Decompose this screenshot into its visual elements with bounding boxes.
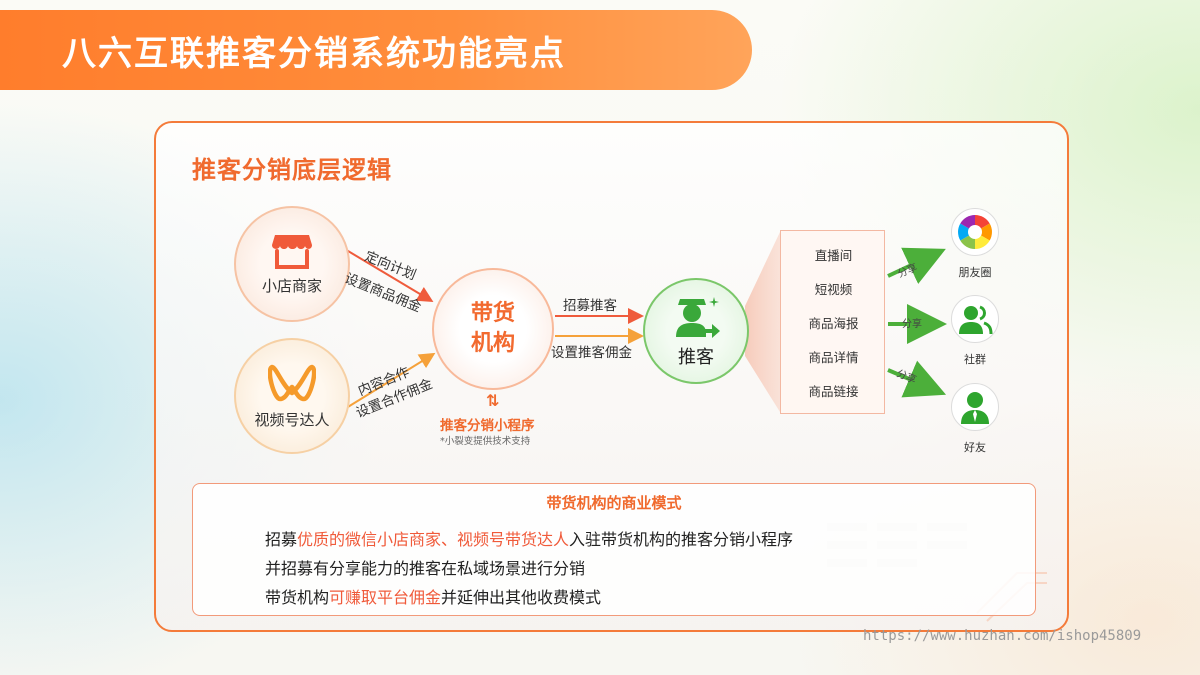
- share-target-label: 好友: [964, 441, 986, 454]
- business-model-line-1: 招募优质的微信小店商家、视频号带货达人入驻带货机构的推客分销小程序: [265, 530, 794, 549]
- section-title: 推客分销底层逻辑: [192, 156, 392, 184]
- channel-list: 直播间 短视频 商品海报 商品详情 商品链接: [780, 230, 885, 414]
- share-arrow-friend: [887, 360, 947, 398]
- mini-program-label: 推客分销小程序: [440, 418, 535, 434]
- shop-icon: [272, 234, 312, 269]
- share-target-group: 社群: [951, 295, 999, 367]
- share-target-label: 社群: [964, 353, 986, 366]
- page-title-bar: 八六互联推客分销系统功能亮点: [0, 10, 752, 90]
- org-node: 带货 机构: [432, 268, 554, 390]
- channel-item: 商品链接: [808, 384, 859, 399]
- business-model-title: 带货机构的商业模式: [546, 494, 682, 512]
- video-creator-label: 视频号达人: [254, 410, 330, 429]
- group-icon: [951, 295, 999, 343]
- arrow-video-to-org: [342, 352, 436, 411]
- channel-item: 商品详情: [808, 350, 859, 365]
- merchant-node: 小店商家: [234, 206, 350, 322]
- channel-fan: [745, 232, 780, 412]
- channels-icon: [268, 364, 316, 401]
- promoter-node: 推客: [643, 278, 749, 384]
- merchant-label: 小店商家: [261, 276, 322, 295]
- friend-icon: [951, 383, 999, 431]
- share-target-label: 朋友圈: [958, 266, 992, 279]
- arrow-merchant-to-org: [342, 247, 434, 303]
- edge-label-promoter-commission: 设置推客佣金: [551, 345, 632, 361]
- video-creator-node: 视频号达人: [234, 338, 350, 454]
- org-label-line2: 机构: [470, 331, 515, 356]
- channel-item: 短视频: [814, 282, 853, 297]
- share-target-moments: 朋友圈: [951, 208, 999, 280]
- share-label-group: 分享: [902, 319, 922, 330]
- channel-item: 直播间: [814, 248, 853, 263]
- org-label-line1: 带货: [470, 301, 515, 326]
- edge-label-recruit-promoter: 招募推客: [563, 298, 617, 314]
- promoter-icon: [676, 297, 720, 338]
- channel-item: 商品海报: [808, 316, 859, 331]
- bidirectional-arrow-icon: ⇅: [486, 391, 500, 410]
- share-arrow-moments: [887, 247, 946, 284]
- watermark-text: https://www.huzhan.com/ishop45809: [863, 628, 1142, 644]
- mini-program-note: *小裂变提供技术支持: [440, 436, 531, 447]
- moments-icon: [951, 208, 999, 256]
- business-model-line-3: 带货机构可赚取平台佣金并延伸出其他收费模式: [265, 588, 602, 607]
- page-title: 八六互联推客分销系统功能亮点: [62, 33, 566, 74]
- business-model-line-2: 并招募有分享能力的推客在私域场景进行分销: [265, 559, 586, 578]
- share-target-friend: 好友: [951, 383, 999, 455]
- promoter-label: 推客: [678, 347, 714, 368]
- business-model-box: 带货机构的商业模式 招募优质的微信小店商家、视频号带货达人入驻带货机构的推客分销…: [192, 483, 1036, 616]
